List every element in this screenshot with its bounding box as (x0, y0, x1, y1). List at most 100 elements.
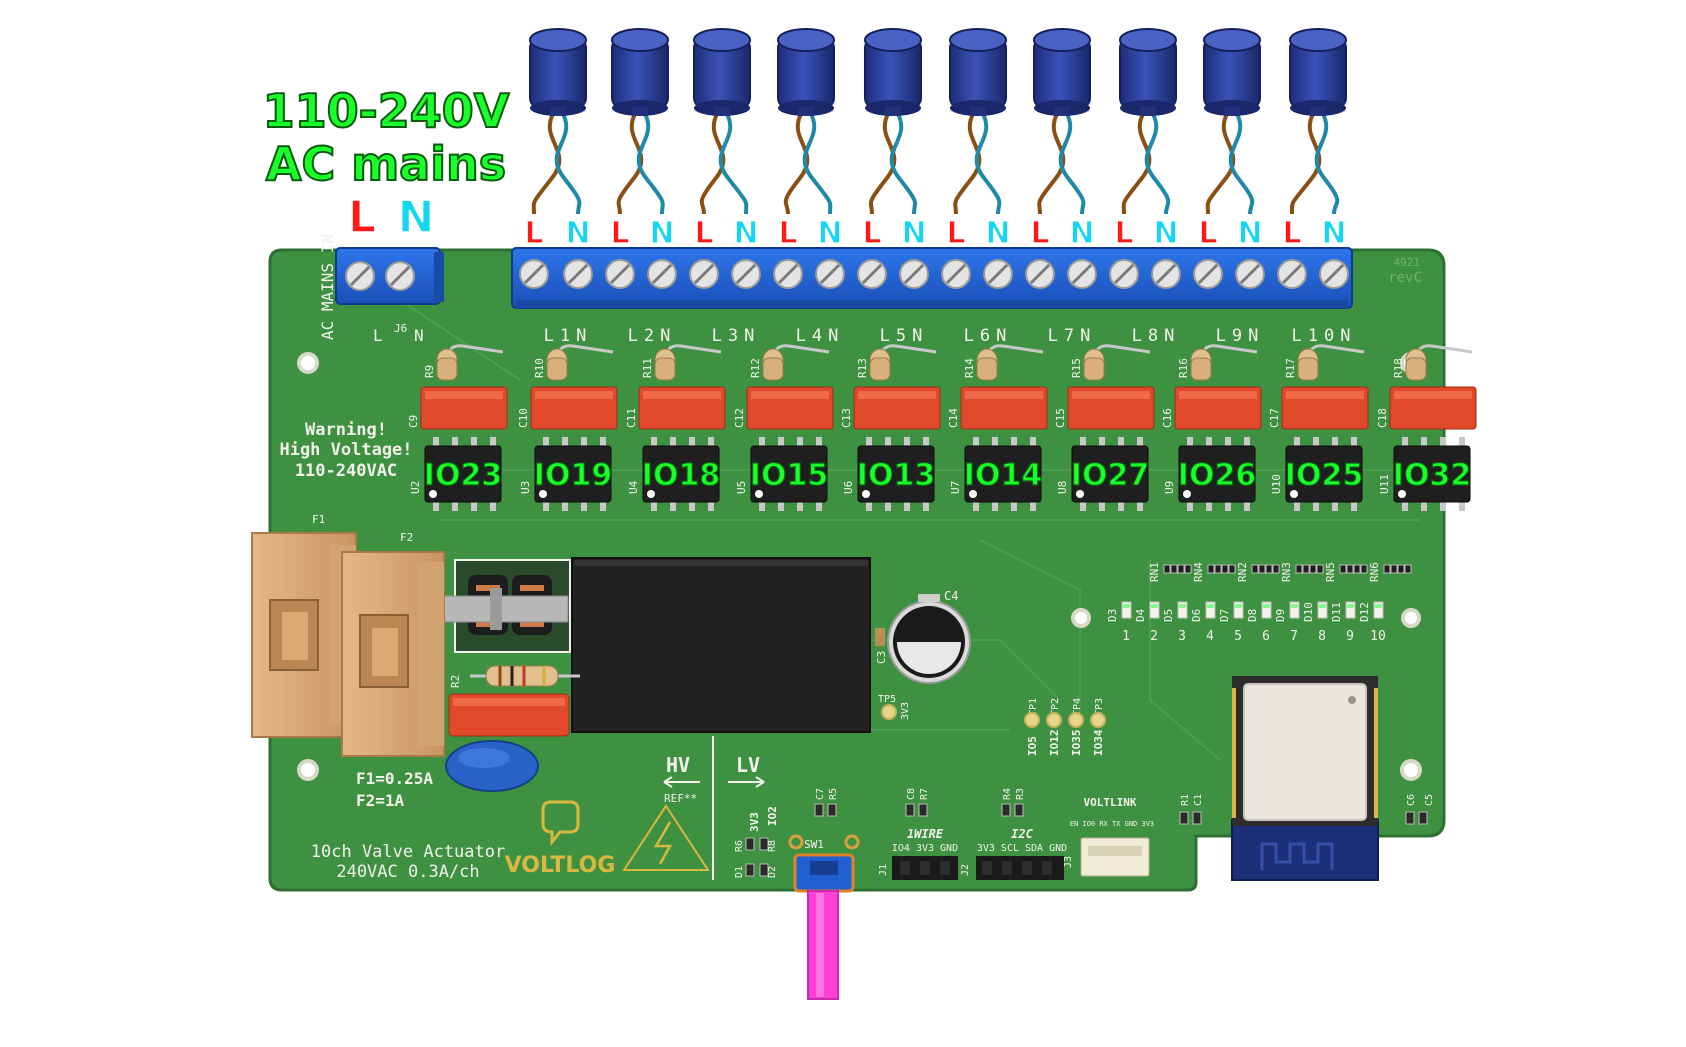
r7-ref: R7 (919, 788, 930, 800)
terminal-screw (1067, 259, 1097, 289)
mains-connector-silk: AC MAINS IN J6 L N (318, 234, 424, 345)
led-ref: D6 (1190, 609, 1203, 622)
product-line-2: 240VAC 0.3A/ch (336, 862, 479, 882)
resistor-ref: R11 (641, 358, 654, 378)
terminal-screw (689, 259, 719, 289)
led-ref: D7 (1218, 609, 1231, 622)
led-channel-number: 10 (1370, 629, 1386, 644)
low-voltage-small-parts: C7 R5 C8 R7 R4 R3 R1 C1 C6 C5 3V3 IO2 R6… (734, 788, 1435, 878)
optocoupler-ref: U7 (949, 481, 962, 494)
c7-ref: C7 (815, 788, 826, 800)
resistor-ref: R17 (1284, 358, 1297, 378)
gpio-label: IO19 (534, 458, 612, 493)
capacitor-ref: C18 (1376, 408, 1389, 428)
channel-l-terminal-label: L (610, 216, 629, 251)
terminal-screw (1193, 259, 1223, 289)
led-channel-number: 2 (1150, 629, 1158, 644)
f2-ref: F2 (400, 531, 413, 544)
channel-pin-label: L5N (880, 326, 929, 346)
mains-ac-title: AC mains (266, 137, 506, 191)
led-ref: D11 (1330, 602, 1343, 622)
led-channel-number: 9 (1346, 629, 1354, 644)
tp5-net: 3V3 (900, 702, 911, 720)
mains-n-label: N (398, 192, 435, 243)
board-code: 4921 (1394, 256, 1421, 269)
voltlog-logo: VOLTLOG (505, 800, 615, 878)
gpio-label: IO32 (1393, 458, 1471, 493)
channel-terminal-block (511, 247, 1353, 309)
terminal-screw (899, 259, 929, 289)
channel-pin-label: L7N (1048, 326, 1097, 346)
optocoupler-ref: U10 (1270, 474, 1283, 494)
capacitor-ref: C16 (1161, 408, 1174, 428)
status-led: D31 (1106, 601, 1132, 644)
terminal-screw (605, 259, 635, 289)
mains-l-label: L (348, 192, 376, 243)
channel-l-terminal-label: L (778, 216, 797, 251)
terminal-screw (563, 259, 593, 289)
status-led: D53 (1162, 601, 1188, 644)
channel-n-terminal-label: N (733, 216, 758, 251)
net-3v3-label: 3V3 (748, 812, 761, 832)
capacitor-ref: C12 (733, 408, 746, 428)
terminal-screw (731, 259, 761, 289)
resistor-network: RN4 (1192, 562, 1236, 582)
test-point-ref: TP1 (1028, 698, 1039, 716)
warning-line-1: Warning! (305, 420, 387, 440)
led-channel-number: 1 (1122, 629, 1130, 644)
channel-pin-label: L6N (964, 326, 1013, 346)
status-led: D42 (1134, 601, 1160, 644)
optocoupler-ref: U4 (627, 480, 640, 494)
test-point-net: IO34 (1092, 729, 1105, 756)
terminal-screw (941, 259, 971, 289)
channel-n-terminal-label: N (1321, 216, 1346, 251)
fuse-holders: F1 F2 F1=0.25A F2=1A (251, 513, 445, 810)
c4-ref: C4 (944, 589, 958, 603)
capacitor-ref: C9 (407, 415, 420, 428)
channel-pin-label: L10N (1292, 326, 1357, 346)
channel-l-terminal-label: L (862, 216, 881, 251)
channel-l-terminal-label: L (946, 216, 965, 251)
led-channel-number: 3 (1178, 629, 1186, 644)
warning-line-3: 110-240VAC (295, 461, 397, 481)
r5-ref: R5 (828, 788, 839, 800)
led-ref: D4 (1134, 608, 1147, 622)
channel-l-terminal-label: L (1030, 216, 1049, 251)
channel-l-terminal-label: L (1114, 216, 1133, 251)
resistor-ref: R10 (533, 358, 546, 378)
esp32-module (1231, 676, 1379, 881)
optocoupler-ref: U9 (1163, 481, 1176, 494)
j1-ref: J1 (878, 864, 889, 876)
gpio-label: IO13 (857, 458, 935, 493)
j6-ref: J6 (394, 322, 407, 335)
optocoupler-ref: U11 (1378, 474, 1391, 494)
warning-line-2: High Voltage! (279, 440, 412, 460)
channel-n-terminal-label: N (985, 216, 1010, 251)
sw1-ref: SW1 (804, 838, 824, 851)
resistor-ref: R13 (856, 358, 869, 378)
channel-pin-label: L8N (1132, 326, 1181, 346)
capacitor-ref: C11 (625, 408, 638, 428)
resistor-network: RN1 (1148, 562, 1192, 582)
terminal-screw (1319, 259, 1349, 289)
terminal-screw (857, 259, 887, 289)
r1-ref: R1 (1180, 794, 1191, 806)
gpio-label: IO27 (1071, 458, 1149, 493)
led-channel-number: 5 (1234, 629, 1242, 644)
high-voltage-symbol (622, 804, 710, 871)
led-ref: D8 (1246, 609, 1259, 622)
